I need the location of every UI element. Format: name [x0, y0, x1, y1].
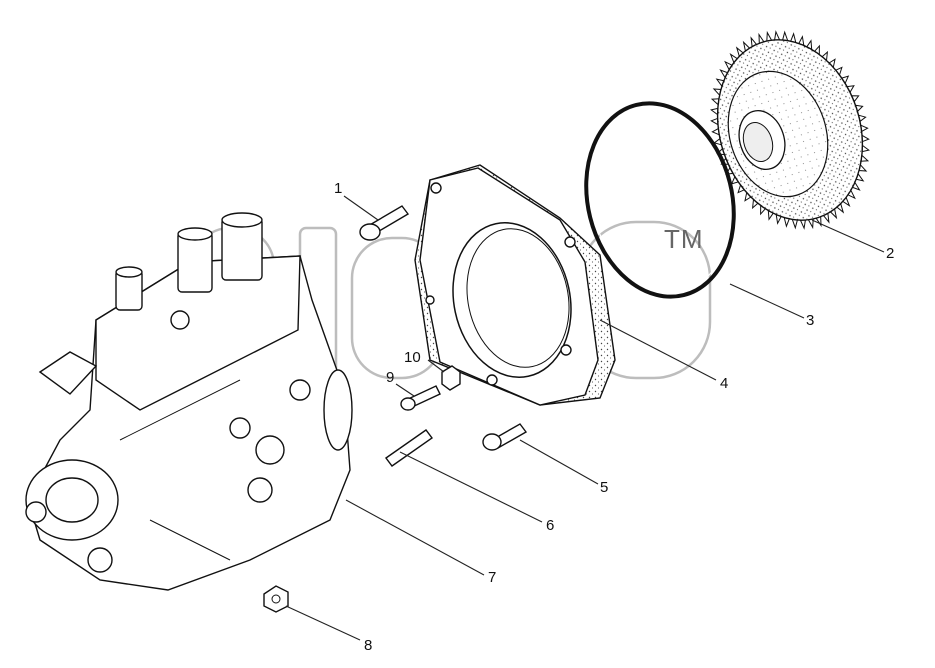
leader-line-1	[343, 195, 379, 221]
gear-tooth	[774, 30, 781, 41]
callout-label-4: 4	[720, 375, 728, 392]
gear-tooth	[791, 218, 799, 230]
callout-label-3: 3	[806, 312, 814, 329]
callout-label-8: 8	[364, 637, 372, 654]
pump-drive-gear	[710, 30, 870, 230]
leader-line-2	[811, 219, 885, 253]
callout-label-2: 2	[886, 245, 894, 262]
gear-tooth	[781, 30, 789, 42]
callout-label-7: 7	[488, 569, 496, 586]
leader-line-4	[599, 319, 717, 381]
bolt	[359, 205, 410, 241]
gear-tooth	[799, 219, 806, 230]
flange-bolt	[482, 423, 528, 451]
bottom-nut	[263, 585, 289, 613]
nut	[441, 365, 461, 391]
leader-line-7	[345, 499, 485, 576]
o-ring-seal	[584, 101, 736, 299]
leader-line-3	[729, 283, 805, 319]
leader-line-10	[427, 359, 445, 373]
leader-line-8	[285, 605, 361, 641]
leader-line-5	[519, 439, 599, 485]
stud	[385, 429, 433, 467]
screw	[400, 385, 441, 411]
leader-line-9	[395, 383, 415, 397]
callout-label-9: 9	[386, 369, 394, 386]
callout-label-6: 6	[546, 517, 554, 534]
callout-label-10: 10	[404, 349, 421, 366]
trademark-symbol: TM	[664, 224, 704, 254]
fuel-injection-pump	[25, 212, 353, 591]
callout-label-5: 5	[600, 479, 608, 496]
callout-label-1: 1	[334, 180, 342, 197]
mounting-flange	[414, 164, 616, 406]
leader-line-6	[399, 451, 543, 523]
callout-group: 1 2 3 4 5 6 7 8 9 10	[285, 180, 894, 654]
